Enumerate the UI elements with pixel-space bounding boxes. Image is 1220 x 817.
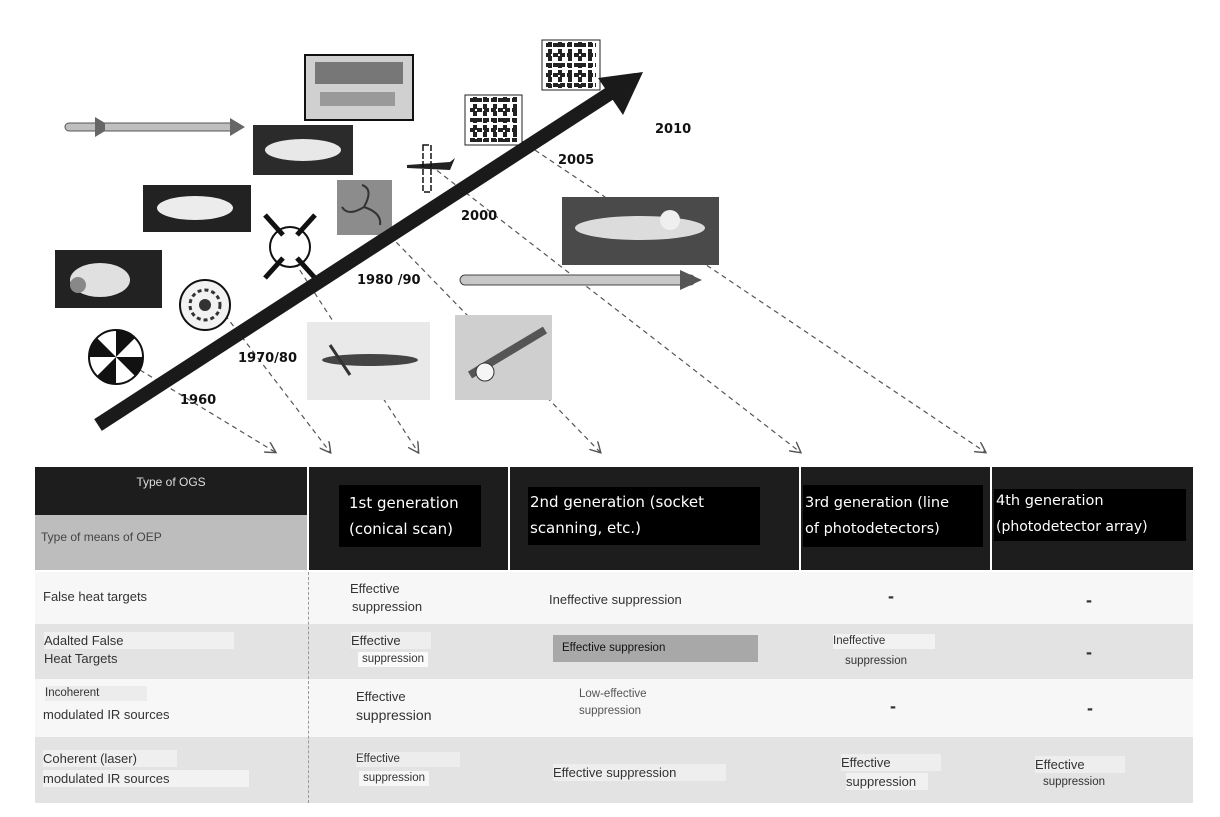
row4-gen1-line1: Effective bbox=[356, 752, 460, 767]
aircraft-photo-icon bbox=[307, 322, 430, 400]
pointer-arrow bbox=[364, 209, 600, 452]
row1-gen2: Ineffective suppression bbox=[549, 592, 682, 607]
row2-gen1-line2: suppression bbox=[358, 652, 429, 667]
gen3-label-box bbox=[803, 485, 983, 547]
year-label-1970-80: 1970/80 bbox=[238, 351, 297, 366]
row2-gen4: - bbox=[1086, 642, 1092, 662]
gen1-header: 1st generation (conical scan) bbox=[309, 467, 508, 570]
row2-gen3-line2: suppression bbox=[845, 655, 908, 667]
row3-gen4: - bbox=[1087, 698, 1093, 718]
corner-header: Type of OGS bbox=[35, 467, 307, 515]
row3-gen2-line1: Low-effective bbox=[579, 688, 647, 700]
corner-top-label: Type of OGS bbox=[136, 475, 206, 489]
gen3-header: 3rd generation (line of photodetectors) bbox=[801, 467, 990, 570]
gen1-line1: 1st generation bbox=[349, 494, 459, 512]
pointer-arrows bbox=[139, 139, 985, 452]
pointer-arrow bbox=[429, 164, 800, 452]
seeker-photo-icon bbox=[253, 125, 353, 175]
year-label-1960: 1960 bbox=[180, 393, 216, 408]
plane-silhouette-icon bbox=[407, 144, 455, 193]
multi-element-reticle-icon bbox=[179, 279, 231, 331]
row4-gen2: Effective suppression bbox=[553, 764, 727, 781]
rosette-reticle-icon bbox=[337, 180, 392, 235]
gen3-line2: of photodetectors) bbox=[805, 521, 940, 537]
dome-photo-icon bbox=[55, 250, 162, 308]
gen2-line1: 2nd generation (socket bbox=[530, 493, 705, 511]
row4-gen1-line2: suppression bbox=[359, 771, 430, 786]
row1-gen1-line2: suppression bbox=[352, 599, 423, 614]
column-divider bbox=[308, 572, 310, 803]
crosshair-reticle-icon bbox=[263, 213, 317, 280]
row2-gen3-line1: Ineffective bbox=[833, 634, 936, 649]
pod-photo-icon bbox=[562, 197, 719, 265]
focal-plane-array-icon bbox=[541, 39, 601, 91]
sector-reticle-icon bbox=[88, 329, 144, 385]
row2-gen2-highlight bbox=[553, 635, 758, 662]
row3-label-line2: modulated IR sources bbox=[43, 707, 170, 722]
timeline-diagram: 1960 1970/80 1980 /90 2000 2005 2010 bbox=[55, 39, 1220, 460]
year-label-1980-90: 1980 /90 bbox=[357, 273, 421, 288]
gen1-line2: (conical scan) bbox=[349, 520, 453, 538]
row3-gen3: - bbox=[890, 696, 896, 716]
gen4-line1: 4th generation bbox=[996, 493, 1104, 509]
gen4-label-box bbox=[994, 489, 1186, 541]
row4-gen4-line1: Effective bbox=[1035, 756, 1125, 773]
timeline-arrow bbox=[94, 72, 643, 431]
corner-bottom-label: Type of means of OEP bbox=[41, 530, 162, 544]
row3-gen1-line1: Effective bbox=[356, 689, 406, 704]
long-missile-icon bbox=[459, 270, 702, 290]
row2-gen2: Effective suppresion bbox=[562, 642, 666, 654]
table-row bbox=[35, 572, 1193, 624]
gen1-label-box bbox=[339, 485, 481, 547]
row3-gen1-line2: suppression bbox=[356, 707, 432, 723]
row4-label-line1: Coherent (laser) bbox=[43, 750, 177, 767]
gen3-line1: 3rd generation (line bbox=[805, 495, 950, 511]
gen2-label-box bbox=[528, 487, 760, 545]
row4-gen3-line2: suppression bbox=[846, 773, 929, 790]
row4-label-line2: modulated IR sources bbox=[43, 770, 250, 787]
row4-gen4-line2: suppression bbox=[1043, 776, 1106, 788]
electronics-photo-icon bbox=[304, 54, 414, 121]
row1-label: False heat targets bbox=[43, 589, 148, 604]
corner-subheader: Type of means of OEP bbox=[35, 515, 307, 570]
gen4-header: 4th generation (photodetector array) bbox=[992, 467, 1193, 570]
detector-array-icon bbox=[464, 94, 523, 146]
row1-gen4: - bbox=[1086, 590, 1092, 610]
year-label-2000: 2000 bbox=[461, 209, 497, 224]
row2-label-line2: Heat Targets bbox=[44, 651, 118, 666]
row1-gen3: - bbox=[888, 586, 894, 606]
row2-gen1-line1: Effective bbox=[351, 632, 431, 649]
row3-gen2-line2: suppression bbox=[579, 705, 642, 717]
row2-label-line1: Adalted False bbox=[44, 632, 234, 649]
pointer-arrow bbox=[519, 139, 985, 452]
year-label-2005: 2005 bbox=[558, 153, 594, 168]
gen2-header: 2nd generation (socket scanning, etc.) bbox=[510, 467, 799, 570]
table-row bbox=[35, 679, 1193, 737]
seeker-head-photo-icon bbox=[143, 185, 251, 232]
row3-label-line1: Incoherent bbox=[45, 686, 148, 701]
missile-icon bbox=[64, 117, 245, 137]
launcher-photo-icon bbox=[455, 315, 552, 400]
row4-gen3-line1: Effective bbox=[841, 754, 941, 771]
gen2-line2: scanning, etc.) bbox=[530, 519, 641, 537]
gen4-line2: (photodetector array) bbox=[996, 519, 1148, 535]
row1-gen1-line1: Effective bbox=[350, 581, 400, 596]
year-label-2010: 2010 bbox=[655, 122, 691, 137]
